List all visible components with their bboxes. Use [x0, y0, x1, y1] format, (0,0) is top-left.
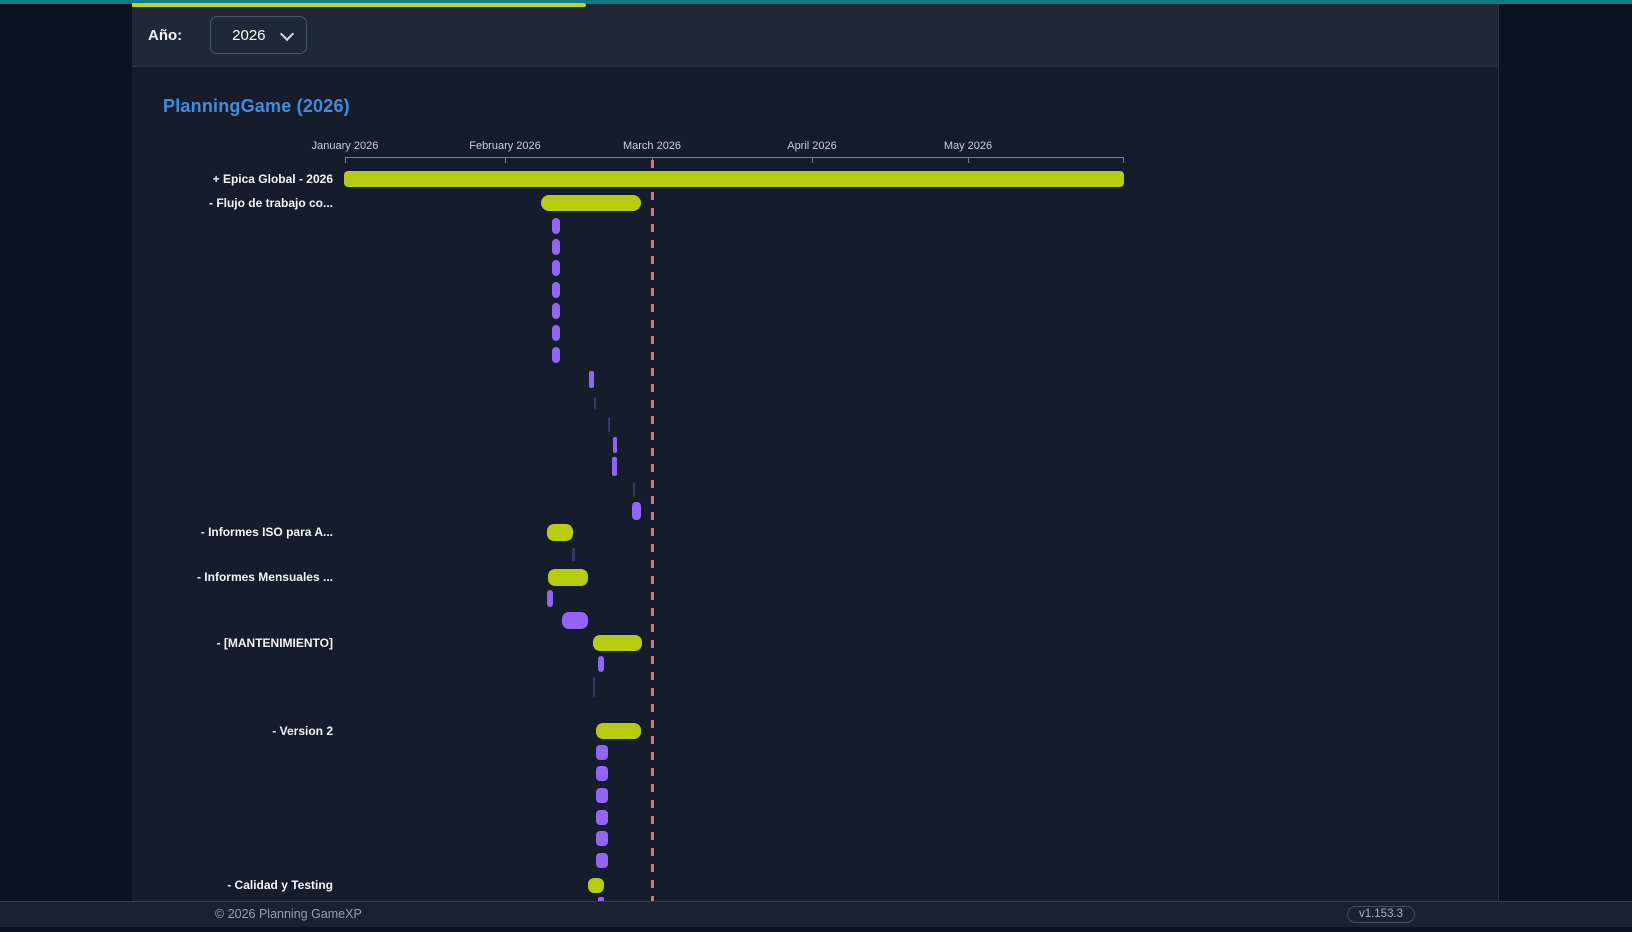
task-bar[interactable]: [596, 745, 608, 760]
month-label: January 2026: [311, 140, 379, 152]
task-bar[interactable]: [632, 502, 641, 520]
task-bar[interactable]: [596, 853, 608, 868]
axis-tick: [505, 157, 506, 163]
row-label[interactable]: + Epica Global - 2026: [212, 172, 333, 186]
header: Año: 2026: [132, 4, 1498, 67]
task-bar[interactable]: [541, 195, 641, 211]
task-bar[interactable]: [596, 810, 608, 825]
axis-tick: [968, 157, 969, 163]
task-bar[interactable]: [612, 457, 617, 476]
chart-panel: [132, 67, 1498, 901]
year-label: Año:: [148, 26, 183, 44]
task-bar[interactable]: [598, 656, 604, 672]
task-bar[interactable]: [596, 831, 608, 846]
task-bar[interactable]: [552, 218, 560, 234]
row-label[interactable]: - Version 2: [272, 724, 333, 738]
task-bar[interactable]: [608, 417, 610, 432]
row-label[interactable]: - Flujo de trabajo co...: [208, 196, 333, 210]
row-label[interactable]: - Calidad y Testing: [227, 878, 333, 892]
task-bar[interactable]: [613, 437, 617, 453]
version-badge: v1.153.3: [1347, 906, 1415, 923]
task-bar[interactable]: [552, 239, 560, 255]
task-bar[interactable]: [562, 612, 588, 629]
task-bar[interactable]: [552, 260, 560, 276]
task-bar[interactable]: [596, 723, 641, 739]
top-accent-bar: [0, 0, 1632, 4]
axis-tick: [1123, 157, 1124, 163]
panel-right-edge: [1498, 4, 1499, 901]
month-label: February 2026: [469, 140, 541, 152]
axis-tick: [345, 157, 346, 163]
task-bar[interactable]: [593, 635, 642, 651]
top-progress-bar: [132, 3, 586, 7]
task-bar[interactable]: [344, 171, 1124, 187]
task-bar[interactable]: [547, 590, 553, 607]
month-label: May 2026: [943, 140, 993, 152]
row-label[interactable]: - Informes ISO para A...: [200, 525, 333, 539]
year-select[interactable]: 2026: [210, 16, 308, 54]
footer: © 2026 Planning GameXP v1.153.3: [0, 901, 1632, 927]
copyright-text: © 2026 Planning GameXP: [215, 907, 362, 921]
task-bar[interactable]: [633, 482, 635, 497]
month-label: March 2026: [622, 140, 682, 152]
month-label: April 2026: [787, 140, 837, 152]
task-bar[interactable]: [552, 282, 560, 298]
task-bar[interactable]: [552, 325, 560, 341]
task-bar[interactable]: [548, 569, 588, 586]
task-bar[interactable]: [547, 524, 573, 541]
task-bar[interactable]: [552, 303, 560, 319]
row-label[interactable]: - [MANTENIMIENTO]: [216, 636, 333, 650]
today-line: [651, 160, 654, 901]
row-label[interactable]: - Informes Mensuales ...: [196, 570, 333, 584]
task-bar[interactable]: [552, 347, 560, 363]
task-bar[interactable]: [598, 897, 604, 902]
page-title: PlanningGame (2026): [163, 96, 350, 116]
task-bar[interactable]: [588, 878, 604, 893]
task-bar[interactable]: [572, 548, 575, 561]
task-bar[interactable]: [589, 371, 594, 388]
task-bar[interactable]: [593, 677, 595, 697]
task-bar[interactable]: [594, 397, 596, 409]
task-bar[interactable]: [596, 788, 608, 803]
timeline-axis: [345, 157, 1123, 158]
year-select-wrap: 2026: [210, 16, 308, 54]
task-bar[interactable]: [596, 766, 608, 781]
axis-tick: [812, 157, 813, 163]
